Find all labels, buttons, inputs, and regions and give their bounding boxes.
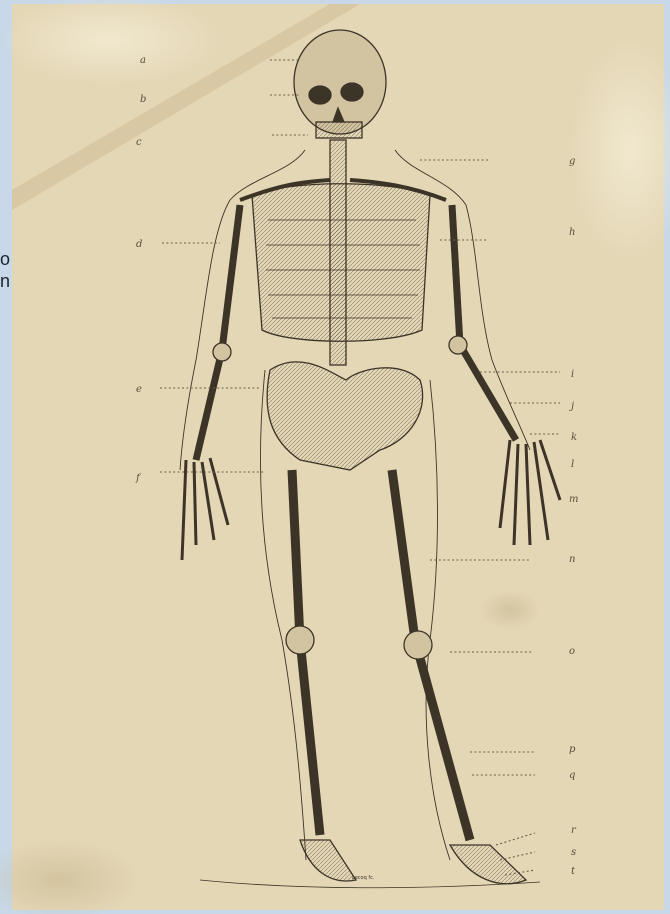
label-p: p [569,744,576,755]
label-o: o [569,646,575,657]
label-n: n [569,554,575,565]
label-q: q [569,770,575,781]
engraver-signature: Lecoq fc. [352,875,375,881]
label-s: s [571,847,576,858]
label-k: k [571,432,577,443]
label-e: e [136,384,142,395]
label-a: a [140,55,146,66]
label-g: g [569,156,575,167]
label-l: l [571,459,574,470]
label-d: d [136,239,142,250]
label-b: b [140,94,146,105]
label-c: c [136,137,142,148]
label-m: m [569,494,578,505]
label-i: i [571,369,574,380]
label-h: h [569,227,575,238]
